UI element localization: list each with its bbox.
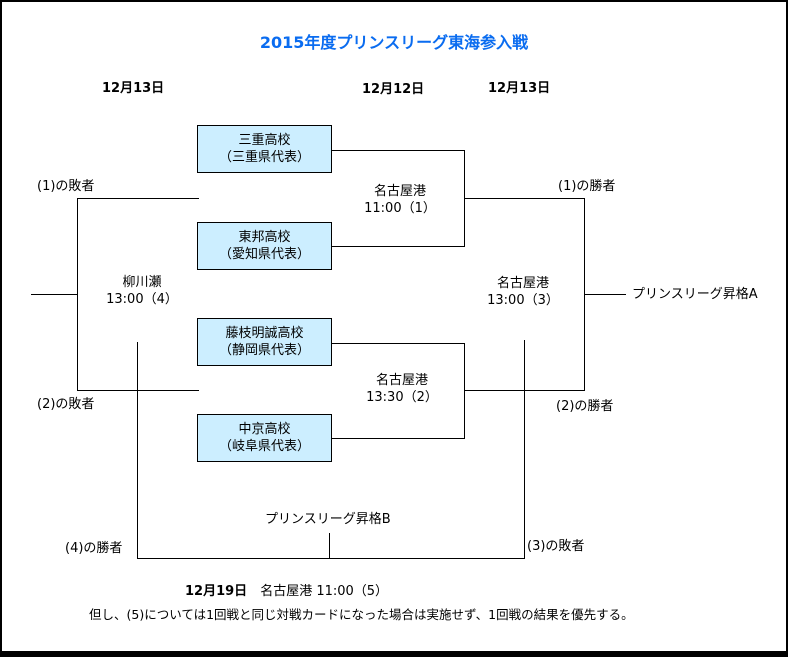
team-name: 三重高校 [238, 133, 291, 148]
loser1-label: (1)の敗者 [37, 179, 95, 194]
line-box1-out [332, 150, 464, 151]
line-loser1-in [77, 198, 199, 199]
line-loser2-in [77, 390, 199, 391]
team-box-fujieda-meisei: 藤枝明誠高校 （静岡県代表） [197, 318, 332, 366]
team-name: 東邦高校 [238, 230, 291, 245]
team-box-toho: 東邦高校 （愛知県代表） [197, 222, 332, 270]
loser3-label: (3)の敗者 [527, 539, 585, 554]
team-name: 藤枝明誠高校 [225, 326, 304, 341]
date-header-middle: 12月12日 [362, 82, 425, 97]
match-5-label: 12月19日 名古屋港 11:00（5） [185, 580, 388, 599]
tournament-title: 2015年度プリンスリーグ東海参入戦 [259, 33, 529, 52]
promotion-b-label: プリンスリーグ昇格B [265, 512, 391, 527]
team-region: （静岡県代表） [218, 343, 310, 358]
match-venue: 名古屋港 [375, 373, 428, 388]
line-promotion-a-out [584, 294, 626, 295]
match-time: 13:30（2） [366, 390, 438, 405]
line-match5-base [137, 558, 525, 559]
match-venue: 名古屋港 [496, 276, 549, 291]
match-venue: 柳川瀬 [122, 275, 162, 290]
team-box-mie: 三重高校 （三重県代表） [197, 125, 332, 173]
match-venue: 名古屋港 [373, 184, 426, 199]
match5-date: 12月19日 [185, 584, 248, 599]
team-region: （岐阜県代表） [218, 439, 310, 454]
match-3-label: 名古屋港 13:00（3） [458, 275, 588, 309]
date-header-left: 12月13日 [102, 81, 165, 96]
match-4-label: 柳川瀬 13:00（4） [77, 274, 207, 308]
line-box4-out [332, 438, 464, 439]
line-match4-winner [31, 294, 77, 295]
match-time: 13:00（3） [487, 293, 559, 308]
line-match1-winner [464, 198, 584, 199]
promotion-a-label: プリンスリーグ昇格A [632, 287, 758, 302]
winner1-label: (1)の勝者 [558, 179, 616, 194]
team-region: （三重県代表） [218, 150, 310, 165]
line-promotion-b-riser [329, 533, 330, 558]
date-header-right: 12月13日 [488, 81, 551, 96]
line-box2-out [332, 246, 464, 247]
match-2-label: 名古屋港 13:30（2） [337, 372, 467, 406]
line-match4-join [77, 198, 78, 391]
line-winner4-drop [137, 342, 138, 559]
team-region: （愛知県代表） [218, 247, 310, 262]
winner4-label: (4)の勝者 [65, 541, 123, 556]
team-name: 中京高校 [238, 422, 291, 437]
line-box3-out [332, 343, 464, 344]
loser2-label: (2)の敗者 [37, 397, 95, 412]
team-box-chukyo: 中京高校 （岐阜県代表） [197, 414, 332, 462]
note-text: 但し、(5)については1回戦と同じ対戦カードになった場合は実施せず、1回戦の結果… [89, 607, 634, 622]
match5-detail: 名古屋港 11:00（5） [247, 584, 389, 599]
match-time: 13:00（4） [106, 292, 178, 307]
match-time: 11:00（1） [364, 201, 436, 216]
winner2-label: (2)の勝者 [556, 399, 614, 414]
line-loser3-drop [524, 340, 525, 559]
match-1-label: 名古屋港 11:00（1） [335, 183, 465, 217]
line-match2-join [464, 343, 465, 439]
